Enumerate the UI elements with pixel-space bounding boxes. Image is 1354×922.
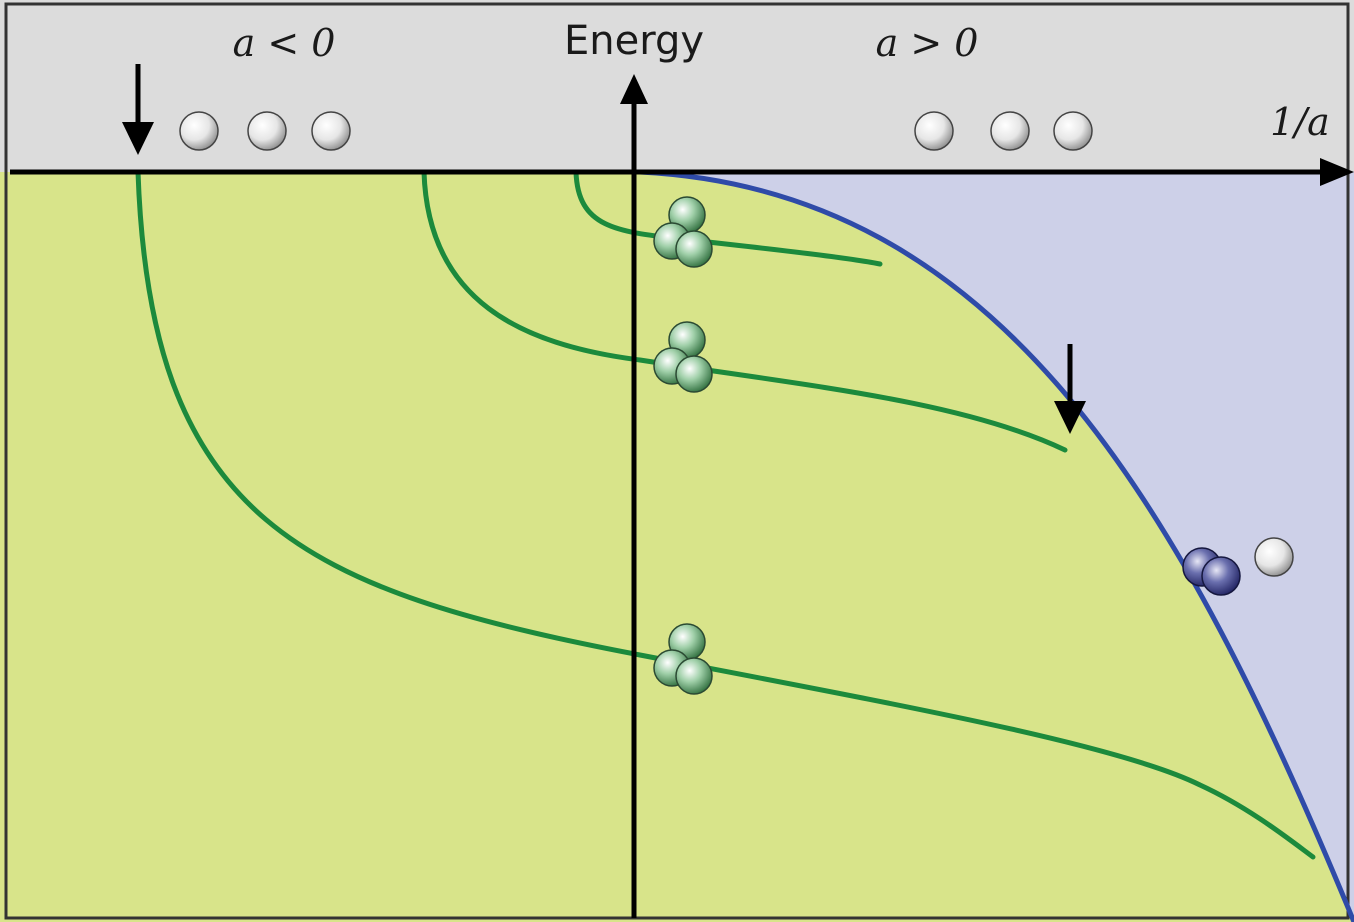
upper-band bbox=[0, 0, 1354, 172]
label-a-positive: a > 0 bbox=[876, 21, 979, 65]
green-trimer-icon bbox=[653, 623, 713, 695]
white-sphere-icon bbox=[179, 111, 219, 151]
white-sphere-icon bbox=[990, 111, 1030, 151]
trimer-curve-3 bbox=[135, 169, 1316, 860]
label-a-negative: a < 0 bbox=[233, 21, 336, 65]
white-sphere-icon bbox=[311, 111, 351, 151]
x-axis-label: 1/a bbox=[1270, 100, 1330, 144]
free-atoms-right bbox=[914, 111, 1093, 151]
white-sphere-icon bbox=[247, 111, 287, 151]
down-arrow-icon bbox=[1054, 344, 1086, 434]
continuum-region bbox=[640, 172, 1354, 922]
white-sphere-icon bbox=[914, 111, 954, 151]
atom-dimer-threshold-curve bbox=[639, 169, 1354, 922]
y-axis-label: Energy bbox=[564, 18, 704, 64]
blue-dimer-icon bbox=[1182, 547, 1241, 596]
down-arrow-icon bbox=[122, 64, 154, 155]
x-axis-arrowhead bbox=[1320, 158, 1354, 186]
green-trimer-icon bbox=[653, 321, 713, 393]
white-sphere-icon bbox=[1053, 111, 1093, 151]
free-atoms-left bbox=[179, 111, 351, 151]
white-sphere-icon bbox=[1254, 537, 1294, 577]
trimer-curve-2 bbox=[421, 169, 1068, 453]
y-axis-arrowhead bbox=[620, 74, 648, 104]
green-trimer-icon bbox=[653, 196, 713, 268]
frame bbox=[4, 2, 1350, 920]
